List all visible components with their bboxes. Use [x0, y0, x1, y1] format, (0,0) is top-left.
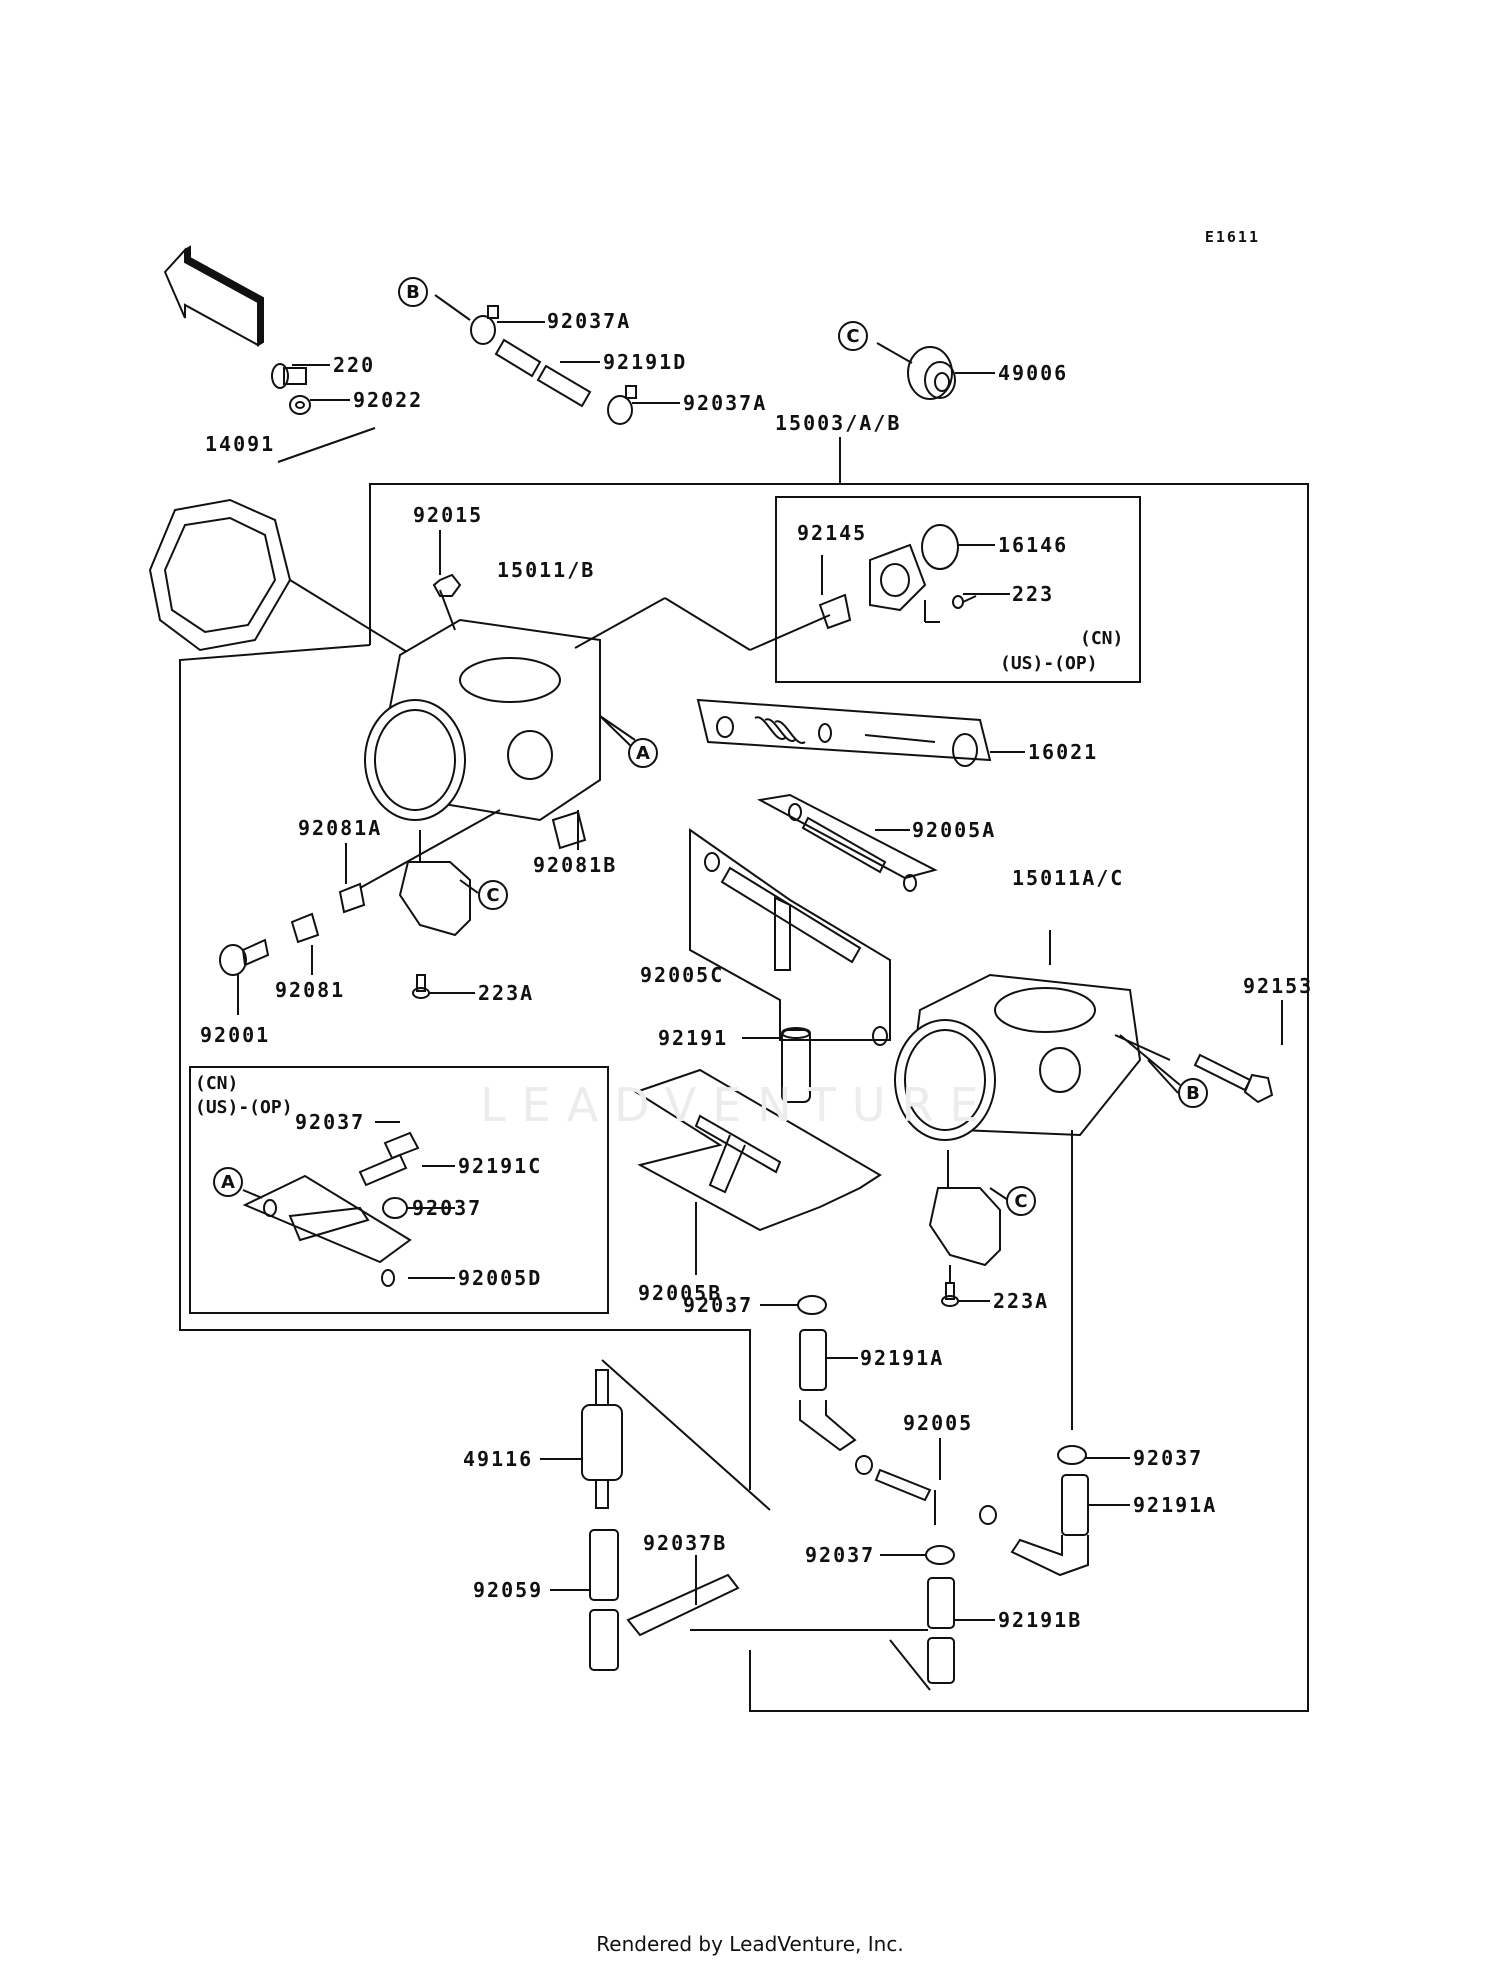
front-arrow-icon [163, 245, 264, 347]
note-cn-left: (CN) [195, 1073, 239, 1094]
part-label[interactable]: 92037 [412, 1196, 483, 1220]
part-label[interactable]: 92037A [547, 309, 632, 333]
clamp-92037-4-icon [1057, 1445, 1087, 1465]
callout-b-top[interactable]: B [398, 277, 428, 307]
part-label[interactable]: 16146 [998, 533, 1069, 557]
part-label[interactable]: 92037 [1133, 1446, 1204, 1470]
clamp-92037-5-icon [925, 1545, 955, 1565]
pilot-screw-kit-16021 [696, 698, 992, 762]
part-label[interactable]: 92191B [998, 1608, 1083, 1632]
clamp-92037a-2-icon [607, 385, 637, 425]
part-label[interactable]: 92081 [275, 978, 346, 1002]
part-label[interactable]: 92037A [683, 391, 768, 415]
part-label[interactable]: 92153 [1243, 974, 1314, 998]
spring-92081-icon [290, 912, 320, 944]
part-label[interactable]: 92005B [638, 1281, 723, 1305]
strap-92037b-icon [626, 1573, 740, 1637]
callout-a-box[interactable]: A [213, 1167, 243, 1197]
note-us-left: (US)-(OP) [195, 1097, 293, 1118]
clamp-92037a-icon [470, 305, 499, 345]
callout-c-top[interactable]: C [838, 321, 868, 351]
option-box [189, 1066, 609, 1314]
part-label[interactable]: 15011A/C [1012, 866, 1125, 890]
part-label[interactable]: 92015 [413, 503, 484, 527]
screw-223a-2-icon [941, 1282, 959, 1307]
cover-part [148, 498, 421, 661]
hose-92191b-icon [927, 1577, 955, 1684]
part-label[interactable]: 16021 [1028, 740, 1099, 764]
callout-a-left[interactable]: A [628, 738, 658, 768]
note-us-top: (US)-(OP) [1000, 653, 1098, 674]
part-label[interactable]: 92059 [473, 1578, 544, 1602]
callout-c-left[interactable]: C [478, 880, 508, 910]
screw-92001-icon [219, 938, 270, 976]
part-label[interactable]: 92005 [903, 1411, 974, 1435]
fitting-92005a-box [756, 793, 938, 880]
assembly-frame-lower [179, 644, 751, 1490]
screw-223a-1-icon [412, 974, 430, 999]
part-label[interactable]: 92191D [603, 350, 688, 374]
fitting-92005d-box [242, 1174, 412, 1264]
part-label[interactable]: 14091 [205, 432, 276, 456]
accel-pump-box [775, 496, 1141, 683]
part-label[interactable]: 92001 [200, 1023, 271, 1047]
carburetor-left [364, 618, 601, 822]
part-label[interactable]: 92037 [683, 1293, 754, 1317]
carburetor-right [894, 973, 1142, 1141]
fitting-92005b-box [633, 1068, 882, 1232]
tube-92191d-icon [494, 338, 592, 408]
part-label[interactable]: 92005C [640, 963, 725, 987]
part-label[interactable]: 220 [333, 353, 376, 377]
part-label[interactable]: 92005A [912, 818, 997, 842]
callout-b-right[interactable]: B [1178, 1078, 1208, 1108]
clamp-92037-3-icon [797, 1295, 827, 1315]
washer-92022-icon [289, 395, 311, 415]
note-cn-top: (CN) [1080, 628, 1124, 649]
hose-92191a-2-icon [1010, 1474, 1089, 1577]
part-label[interactable]: 92081B [533, 853, 618, 877]
part-label[interactable]: 223 [1012, 582, 1055, 606]
part-label[interactable]: 15003/A/B [775, 411, 902, 435]
part-label[interactable]: 92081A [298, 816, 383, 840]
part-label[interactable]: 92037 [295, 1110, 366, 1134]
callout-c-right[interactable]: C [1006, 1186, 1036, 1216]
spring-92081b-icon [551, 810, 587, 850]
spring-92081a-icon [338, 882, 366, 914]
cap-49006-icon [907, 346, 956, 400]
part-label[interactable]: 92005D [458, 1266, 543, 1290]
part-label[interactable]: 92145 [797, 521, 868, 545]
fitting-92005-icon [874, 1468, 936, 1525]
bolt-92153-icon [1193, 1053, 1274, 1104]
watermark: LEADVENTURE [480, 1078, 995, 1132]
bracket-right-icon [928, 1150, 1001, 1267]
screw-223-icon [952, 595, 977, 609]
part-label[interactable]: 92037B [643, 1531, 728, 1555]
bracket-left-icon [398, 830, 471, 937]
part-label[interactable]: 15011/B [497, 558, 596, 582]
part-label[interactable]: 92191C [458, 1154, 543, 1178]
part-label[interactable]: 92191 [658, 1026, 729, 1050]
footer-credit: Rendered by LeadVenture, Inc. [596, 1932, 904, 1956]
bolt-220-icon [271, 363, 307, 389]
assembly-frame [369, 483, 1309, 1712]
part-label[interactable]: 223A [993, 1289, 1050, 1313]
part-label[interactable]: 49116 [463, 1447, 534, 1471]
part-label[interactable]: 92191A [1133, 1493, 1218, 1517]
part-label[interactable]: 92022 [353, 388, 424, 412]
spring-92145-icon [818, 593, 852, 630]
part-label[interactable]: 49006 [998, 361, 1069, 385]
hose-92059-icon [589, 1529, 619, 1671]
part-label[interactable]: 223A [478, 981, 535, 1005]
diagram-code: E1611 [1204, 228, 1260, 246]
fuel-filter-49116-icon [581, 1369, 623, 1509]
part-label[interactable]: 92037 [805, 1543, 876, 1567]
hose-92191a-1-icon [799, 1329, 857, 1452]
pump-cover-16146-icon [869, 524, 959, 612]
tube-92191-icon [781, 1027, 811, 1103]
nut-92015-icon [432, 573, 462, 597]
part-label[interactable]: 92191A [860, 1346, 945, 1370]
fitting-92005c-box [689, 828, 891, 1041]
